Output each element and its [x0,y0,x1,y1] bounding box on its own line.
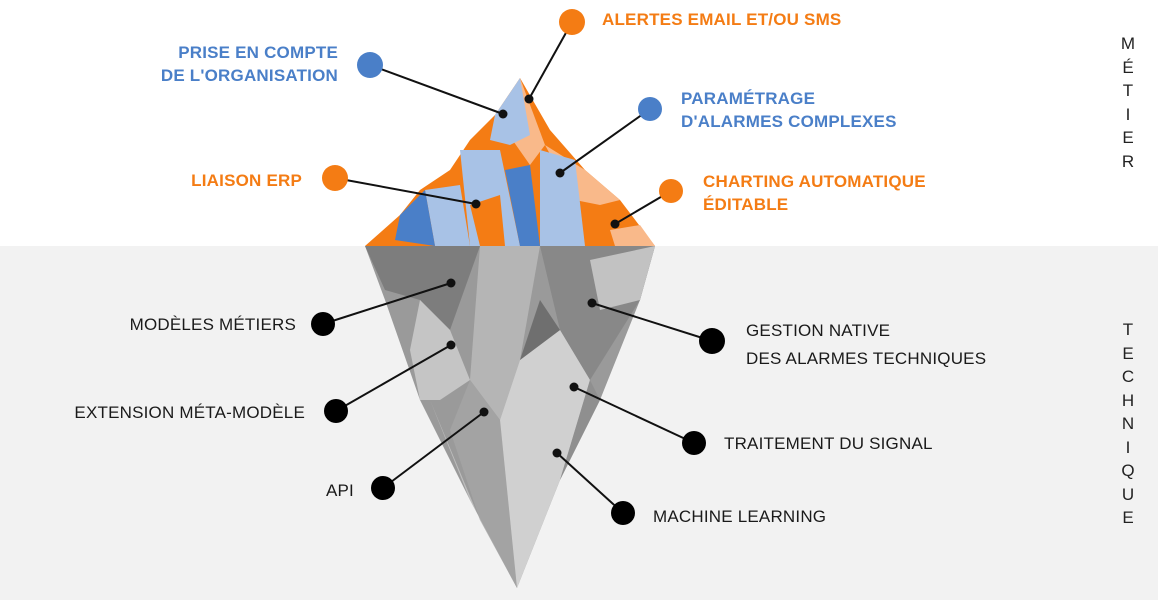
connector-dot-modeles [311,312,335,336]
connector-end-dot-extension [446,340,456,350]
label-charting-line-2: ÉDITABLE [703,195,789,214]
side-letter-technique-6: Q [1121,461,1135,480]
connector-dot-liaison [322,165,348,191]
label-modeles-line-1: MODÈLES MÉTIERS [129,315,296,334]
side-letter-technique-4: N [1121,414,1135,433]
connector-dot-ml [611,501,635,525]
label-alertes-line-1: ALERTES EMAIL ET/OU SMS [602,10,842,29]
side-letter-technique-0: T [1122,320,1134,339]
label-modeles: MODÈLES MÉTIERS [96,313,296,336]
side-letter-technique-7: U [1121,484,1135,504]
label-ml: MACHINE LEARNING [653,505,826,528]
label-liaison-line-1: LIAISON ERP [191,171,302,190]
label-traitement-line-1: TRAITEMENT DU SIGNAL [724,434,933,453]
label-prise-line-1: PRISE EN COMPTE [178,43,338,62]
side-letter-technique-3: H [1121,390,1135,410]
connector-dot-gestion [699,328,725,354]
label-liaison: LIAISON ERP [170,169,302,192]
label-alertes: ALERTES EMAIL ET/OU SMS [602,8,841,31]
connector-dot-traitement [682,431,706,455]
connector-line-alertes [528,21,573,100]
connector-end-dot-traitement [569,382,579,392]
label-parametrage-line-2: D'ALARMES COMPLEXES [681,112,897,131]
side-letter-metier-2: T [1122,81,1134,100]
label-gestion-line-2: DES ALARMES TECHNIQUES [746,349,987,368]
label-extension-line-1: EXTENSION MÉTA-MODÈLE [74,403,305,422]
connector-end-dot-charting [610,219,620,229]
label-prise: PRISE EN COMPTE DE L'ORGANISATION [136,41,338,87]
connector-dot-parametrage [638,97,662,121]
connector-dot-charting [659,179,683,203]
side-letter-metier-0: M [1120,34,1136,53]
connector-line-api [382,411,485,489]
label-gestion: GESTION NATIVE DES ALARMES TECHNIQUES [746,317,986,373]
connector-dot-prise [357,52,383,78]
connector-end-dot-parametrage [555,168,565,178]
connector-line-traitement [573,386,695,444]
connector-line-prise [369,64,504,115]
label-charting-line-1: CHARTING AUTOMATIQUE [703,172,926,191]
connector-lines [322,21,713,514]
connector-dot-api [371,476,395,500]
connector-end-dot-alertes [524,94,534,104]
connector-end-dot-prise [498,109,508,119]
connector-line-modeles [322,282,452,325]
side-letter-metier-4: E [1122,128,1134,147]
connector-end-dot-liaison [471,199,481,209]
label-prise-line-2: DE L'ORGANISATION [160,66,338,85]
side-letter-metier-1: É [1122,57,1134,77]
iceberg-above-water [365,78,655,246]
connector-line-extension [335,344,452,412]
connector-line-gestion [591,302,713,342]
label-parametrage-line-1: PARAMÉTRAGE [681,89,816,108]
label-api: API [300,479,354,502]
connector-dot-alertes [559,9,585,35]
connector-line-parametrage [559,108,651,174]
label-parametrage: PARAMÉTRAGE D'ALARMES COMPLEXES [681,87,897,133]
label-charting: CHARTING AUTOMATIQUE ÉDITABLE [703,170,926,216]
connector-end-dot-modeles [446,278,456,288]
label-ml-line-1: MACHINE LEARNING [653,507,827,526]
label-traitement: TRAITEMENT DU SIGNAL [724,432,933,455]
iceberg-underwater [365,246,655,588]
connector-end-dot-ml [552,448,562,458]
connector-dots [311,9,725,525]
side-letter-technique-5: I [1125,437,1131,457]
side-letter-technique-1: E [1122,343,1134,363]
label-gestion-line-1: GESTION NATIVE [746,321,891,340]
side-letter-technique-2: C [1121,367,1135,386]
connector-dot-extension [324,399,348,423]
connector-end-dot-gestion [587,298,597,308]
side-letter-technique-8: E [1122,508,1134,527]
side-letter-metier-3: I [1125,104,1131,124]
label-api-line-1: API [325,481,354,500]
connector-end-dot-api [479,407,489,417]
side-letter-metier-5: R [1121,151,1135,171]
connector-line-ml [556,452,624,514]
label-extension: EXTENSION MÉTA-MODÈLE [40,401,305,424]
connector-line-liaison [334,177,477,205]
